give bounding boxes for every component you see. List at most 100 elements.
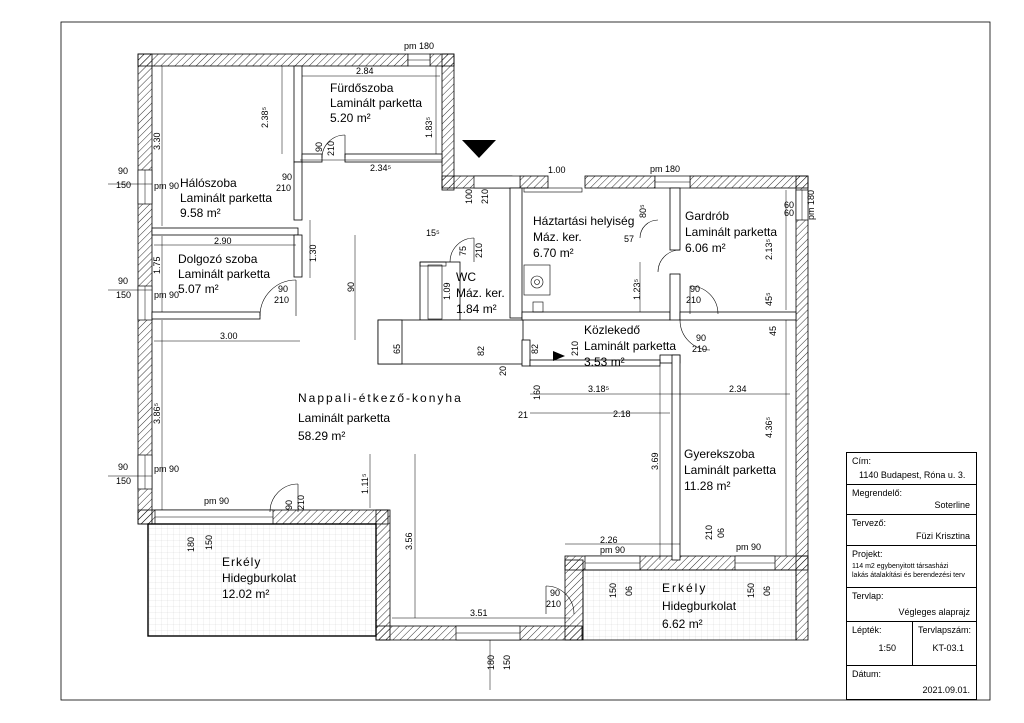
tb-projekt-line2: lakás átalakítási és berendezési terv <box>852 572 965 579</box>
tb-lepitek-value: 1:50 <box>878 643 896 653</box>
tb-tervlap-value: Végleges alaprajz <box>898 607 970 617</box>
plan-label: Laminált parketta <box>330 96 422 110</box>
tb-lepitek-label: Lépték: <box>852 625 882 635</box>
plan-label: Közlekedő <box>584 323 640 337</box>
fixtures <box>419 187 583 320</box>
plan-label: Máz. ker. <box>456 286 505 300</box>
tb-tervlap: Tervlap: Végleges alaprajz <box>847 588 976 622</box>
plan-label: 1.30 <box>308 244 318 262</box>
plan-line <box>669 273 681 321</box>
plan-label: pm 180 <box>404 41 434 51</box>
plan-line <box>293 65 303 163</box>
room-gardrob: Gardrób Laminált parketta 6.06 m² <box>685 209 777 255</box>
plan-label: 20 <box>498 366 508 376</box>
plan-label: 150 <box>608 583 618 598</box>
plan-label: 2.84 <box>356 66 374 76</box>
plan-label: 150 <box>204 535 214 550</box>
plan-label: 11.28 m² <box>684 479 730 493</box>
plan-label: 3.51 <box>470 608 488 618</box>
plan-label: Erkély <box>662 581 707 595</box>
plan-line <box>419 261 447 267</box>
tb-tervlap-label: Tervlap: <box>852 591 884 601</box>
plan-label: 2.38⁵ <box>260 106 270 128</box>
plan-line <box>530 275 544 289</box>
plan-label: 60 <box>784 208 794 218</box>
plan-label: 90 <box>278 284 288 294</box>
plan-label: 1.11⁵ <box>360 473 370 494</box>
tb-projekt-label: Projekt: <box>852 549 883 559</box>
plan-label: pm 180 <box>806 190 816 220</box>
plan-line <box>679 319 711 351</box>
plan-line <box>795 555 809 641</box>
plan-label: 15⁵ <box>426 228 440 238</box>
plan-label: 210 <box>692 344 707 354</box>
plan-label: 5.07 m² <box>178 282 219 296</box>
title-block: Cím: 1140 Budapest, Róna u. 3. Megrendel… <box>846 452 977 700</box>
plan-label: Laminált parketta <box>584 339 676 353</box>
plan-label: Hidegburkolat <box>222 571 297 585</box>
plan-label: Erkély <box>222 555 261 569</box>
plan-label: 90 <box>314 142 324 152</box>
balcony-left-floor <box>147 523 377 637</box>
plan-line <box>259 279 297 317</box>
plan-label: 82 <box>530 344 540 354</box>
tb-megrendelo-label: Megrendelő: <box>852 488 903 498</box>
plan-label: pm 90 <box>204 496 229 506</box>
plan-label: Hálószoba <box>180 176 237 190</box>
plan-label: pm 180 <box>650 164 680 174</box>
plan-line <box>532 301 544 313</box>
plan-label: 5.20 m² <box>330 111 371 125</box>
interior-walls <box>151 65 797 561</box>
plan-label: 12.02 m² <box>222 587 269 601</box>
plan-line <box>657 249 681 273</box>
door-swings <box>259 134 719 615</box>
plan-label: 210 <box>326 141 336 156</box>
arrow-icon <box>553 351 565 361</box>
plan-label: Dolgozó szoba <box>178 252 258 266</box>
tb-scale-row: Lépték: 1:50 Tervlapszám: KT-03.1 <box>847 622 976 666</box>
plan-line <box>534 279 540 285</box>
plan-line <box>564 559 584 641</box>
plan-line <box>449 237 475 263</box>
plan-label: Laminált parketta <box>180 191 272 205</box>
plan-label: Laminált parketta <box>178 267 270 281</box>
dimension-lines <box>108 66 790 690</box>
plan-label: 57 <box>624 234 634 244</box>
plan-label: 90 <box>690 284 700 294</box>
plan-label: 90 <box>550 588 560 598</box>
plan-label: 06 <box>762 586 772 596</box>
tb-projekt: Projekt: 114 m2 egybenyitott társasházi … <box>847 546 976 588</box>
plan-label: 150 <box>746 583 756 598</box>
plan-line <box>639 219 659 239</box>
plan-label: 100 <box>464 189 474 204</box>
tb-cim-label: Cím: <box>852 456 871 466</box>
plan-line <box>689 285 719 315</box>
plan-label: Máz. ker. <box>533 230 582 244</box>
plan-label: Gyerekszoba <box>684 447 755 461</box>
tb-tervezo: Tervező: Füzi Krisztina <box>847 515 976 546</box>
plan-label: pm 90 <box>154 181 179 191</box>
plan-label: 2.13⁵ <box>764 238 774 260</box>
plan-line <box>545 585 575 615</box>
tb-datum: Dátum: 2021.09.01. <box>847 666 976 699</box>
plan-label: 210 <box>546 599 561 609</box>
plan-label: 2.18 <box>613 409 631 419</box>
tb-tervlapszam: Tervlapszám: KT-03.1 <box>913 622 976 665</box>
plan-label: 2.34 <box>729 384 747 394</box>
plan-label: Laminált parketta <box>685 225 777 239</box>
plan-label: 60 <box>784 200 794 210</box>
plan-label: 90 <box>118 166 128 176</box>
plan-line <box>521 339 531 367</box>
room-haztartasi: Háztartási helyiség Máz. ker. 6.70 m² <box>533 214 634 260</box>
tb-lepitek: Lépték: 1:50 <box>847 622 913 665</box>
north-arrow-icon <box>462 140 496 158</box>
plan-label: 150 <box>116 290 131 300</box>
plan-label: pm 90 <box>736 542 761 552</box>
plan-label: 150 <box>116 476 131 486</box>
plan-line <box>473 175 521 189</box>
plan-label: 6.70 m² <box>533 246 574 260</box>
plan-line <box>523 187 583 193</box>
plan-label: 3.69 <box>650 452 660 470</box>
plan-line <box>679 311 797 321</box>
